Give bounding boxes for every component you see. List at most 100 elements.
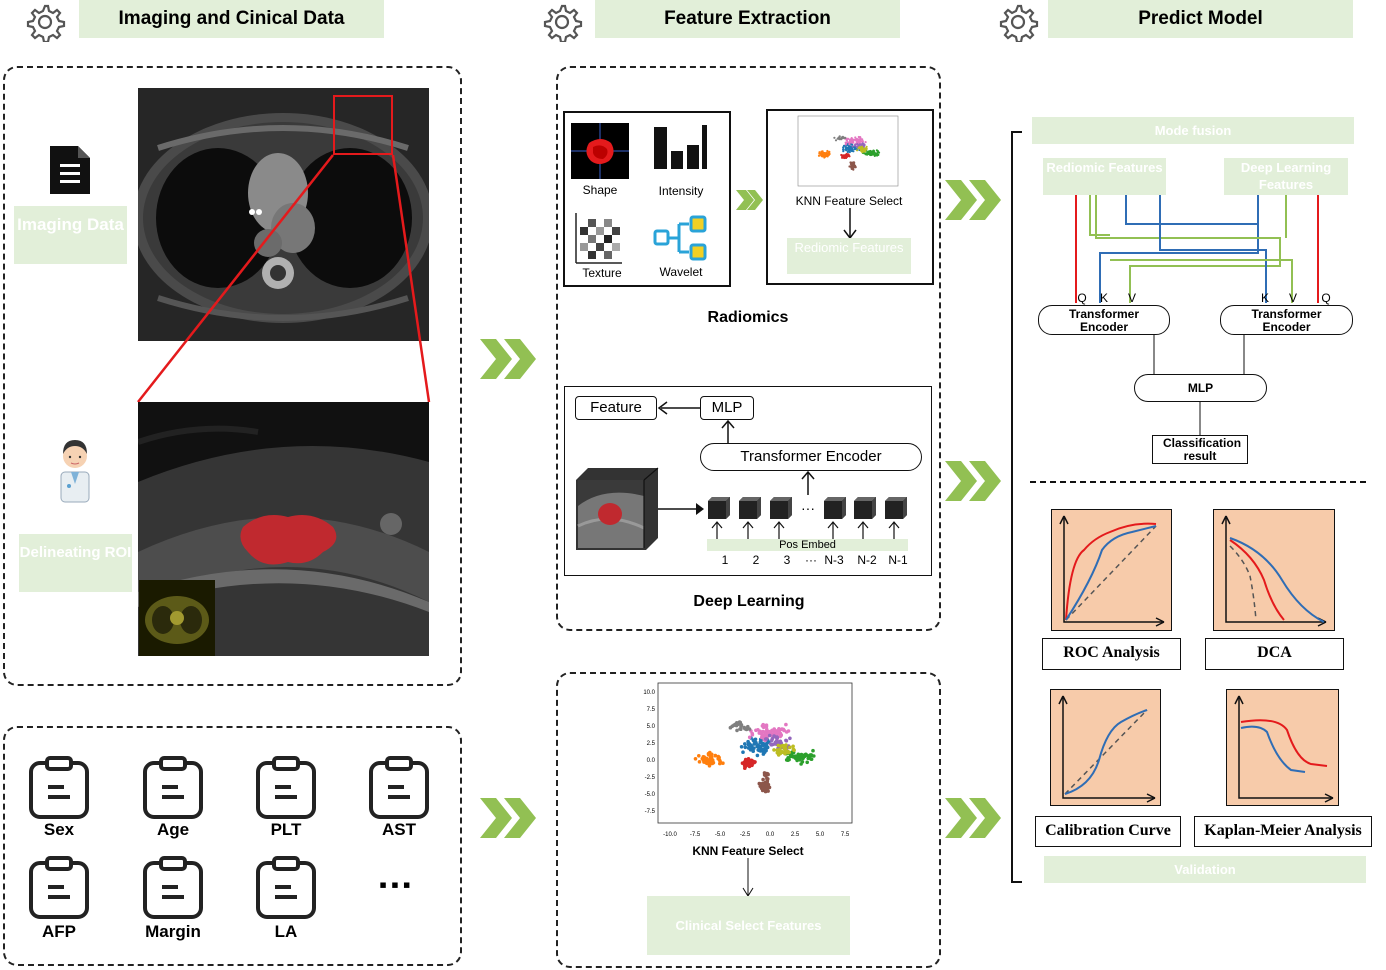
header-imaging-clinical: Imaging and Cinical Data [79, 0, 384, 38]
scatter-point [736, 722, 740, 727]
clipboard-icon [255, 856, 317, 925]
clipboard-icon [142, 756, 204, 825]
clinical-variable-label: Margin [145, 922, 201, 941]
scatter-point [767, 729, 772, 734]
scatter-point [856, 143, 859, 146]
clinical-variable-label: Age [156, 820, 190, 839]
scatter-point [800, 753, 805, 757]
scatter-point [772, 734, 776, 738]
x-tick-label: -7.5 [690, 832, 701, 838]
scatter-point [860, 140, 864, 143]
scatter-point [875, 149, 878, 152]
scatter-point [770, 738, 774, 743]
scatter-point [788, 754, 793, 758]
delineating-roi-label: Delineating ROI [19, 534, 132, 592]
scatter-point [862, 145, 865, 148]
km-plot [1226, 689, 1339, 806]
scatter-point [774, 729, 779, 733]
x-tick-label: 2.5 [791, 832, 800, 838]
token-position-number: N-3 [824, 553, 844, 567]
scatter-point [809, 757, 814, 761]
token-ellipsis: ··· [801, 500, 815, 516]
scatter-point [843, 155, 846, 158]
header-predict-model: Predict Model [1048, 0, 1353, 38]
scatter-point [861, 142, 865, 145]
scatter-point [750, 732, 755, 737]
scatter-point [747, 727, 752, 731]
deep-learning-title: Deep Learning [693, 593, 805, 610]
bracket [1011, 131, 1022, 883]
scatter-point [743, 766, 747, 770]
scatter-point [854, 143, 857, 146]
scatter-point [775, 740, 780, 744]
scatter-point [750, 762, 754, 767]
scatter-point [821, 150, 824, 153]
document-icon [48, 144, 92, 201]
scatter-point [697, 754, 701, 758]
wavelet-label: Wavelet [659, 265, 703, 279]
scatter-point [788, 736, 792, 741]
imaging-panel [3, 66, 462, 686]
patch-token [768, 495, 794, 546]
ct-volume-cube [576, 467, 659, 550]
texture-icon [574, 213, 622, 270]
q-label-right: Q [1321, 291, 1331, 305]
imaging-data-label: Imaging Data [14, 206, 127, 264]
scatter-point [844, 141, 847, 144]
scatter-point [752, 738, 756, 743]
scatter-point [852, 150, 855, 153]
scatter-point [788, 745, 792, 750]
token-position-number: 1 [721, 553, 729, 567]
scatter-point [772, 731, 777, 736]
radiomics-knn-scatter [797, 115, 899, 187]
token-position-number: ··· [805, 553, 817, 567]
scatter-point [791, 744, 795, 749]
scatter-point [755, 744, 759, 749]
scatter-point [765, 776, 769, 781]
arrow-up [721, 420, 735, 444]
scatter-point [862, 148, 865, 151]
scatter-point [859, 149, 863, 152]
q-label-left: Q [1077, 291, 1087, 305]
scatter-point [739, 745, 744, 749]
arrow-down [742, 858, 754, 897]
x-tick-label: -2.5 [740, 832, 751, 838]
clinical-variable-label: AFP [42, 922, 76, 941]
scatter-point [865, 145, 868, 148]
scatter-point [860, 145, 864, 148]
roc-analysis-label: ROC Analysis [1042, 638, 1181, 670]
scatter-point [851, 162, 854, 165]
scatter-point [846, 140, 849, 144]
transformer-encoder-right: Transformer Encoder [1220, 305, 1353, 335]
scatter-point [856, 149, 859, 152]
token-position-number: N-2 [857, 553, 877, 567]
calibration-curve-label: Calibration Curve [1035, 816, 1181, 847]
clipboard-icon [28, 756, 90, 825]
clipboard-icon [28, 856, 90, 925]
scatter-point [848, 138, 851, 142]
radiomics-title: Radiomics [707, 309, 789, 326]
scatter-point [844, 143, 847, 146]
classification-result: Classification result [1152, 435, 1248, 464]
scatter-point [821, 155, 824, 158]
scatter-point [806, 756, 810, 761]
scatter-point [864, 141, 867, 144]
scatter-point [859, 146, 862, 149]
scatter-point [792, 754, 796, 759]
scatter-point [847, 154, 850, 157]
gear-icon [541, 2, 583, 47]
scatter-point [751, 749, 755, 753]
roi-highlight-box [333, 95, 393, 155]
scatter-point [809, 753, 813, 757]
scatter-point [859, 136, 862, 139]
scatter-point [713, 753, 718, 758]
scatter-point [801, 756, 805, 760]
scatter-point [710, 759, 715, 764]
pos-embed-bar: Pos Embed [707, 539, 908, 551]
scatter-point [693, 757, 698, 761]
scatter-point [817, 154, 821, 157]
y-tick-label: -5.0 [645, 792, 656, 798]
scatter-point [851, 138, 854, 141]
scatter-point [851, 145, 854, 148]
scatter-point [746, 757, 751, 761]
